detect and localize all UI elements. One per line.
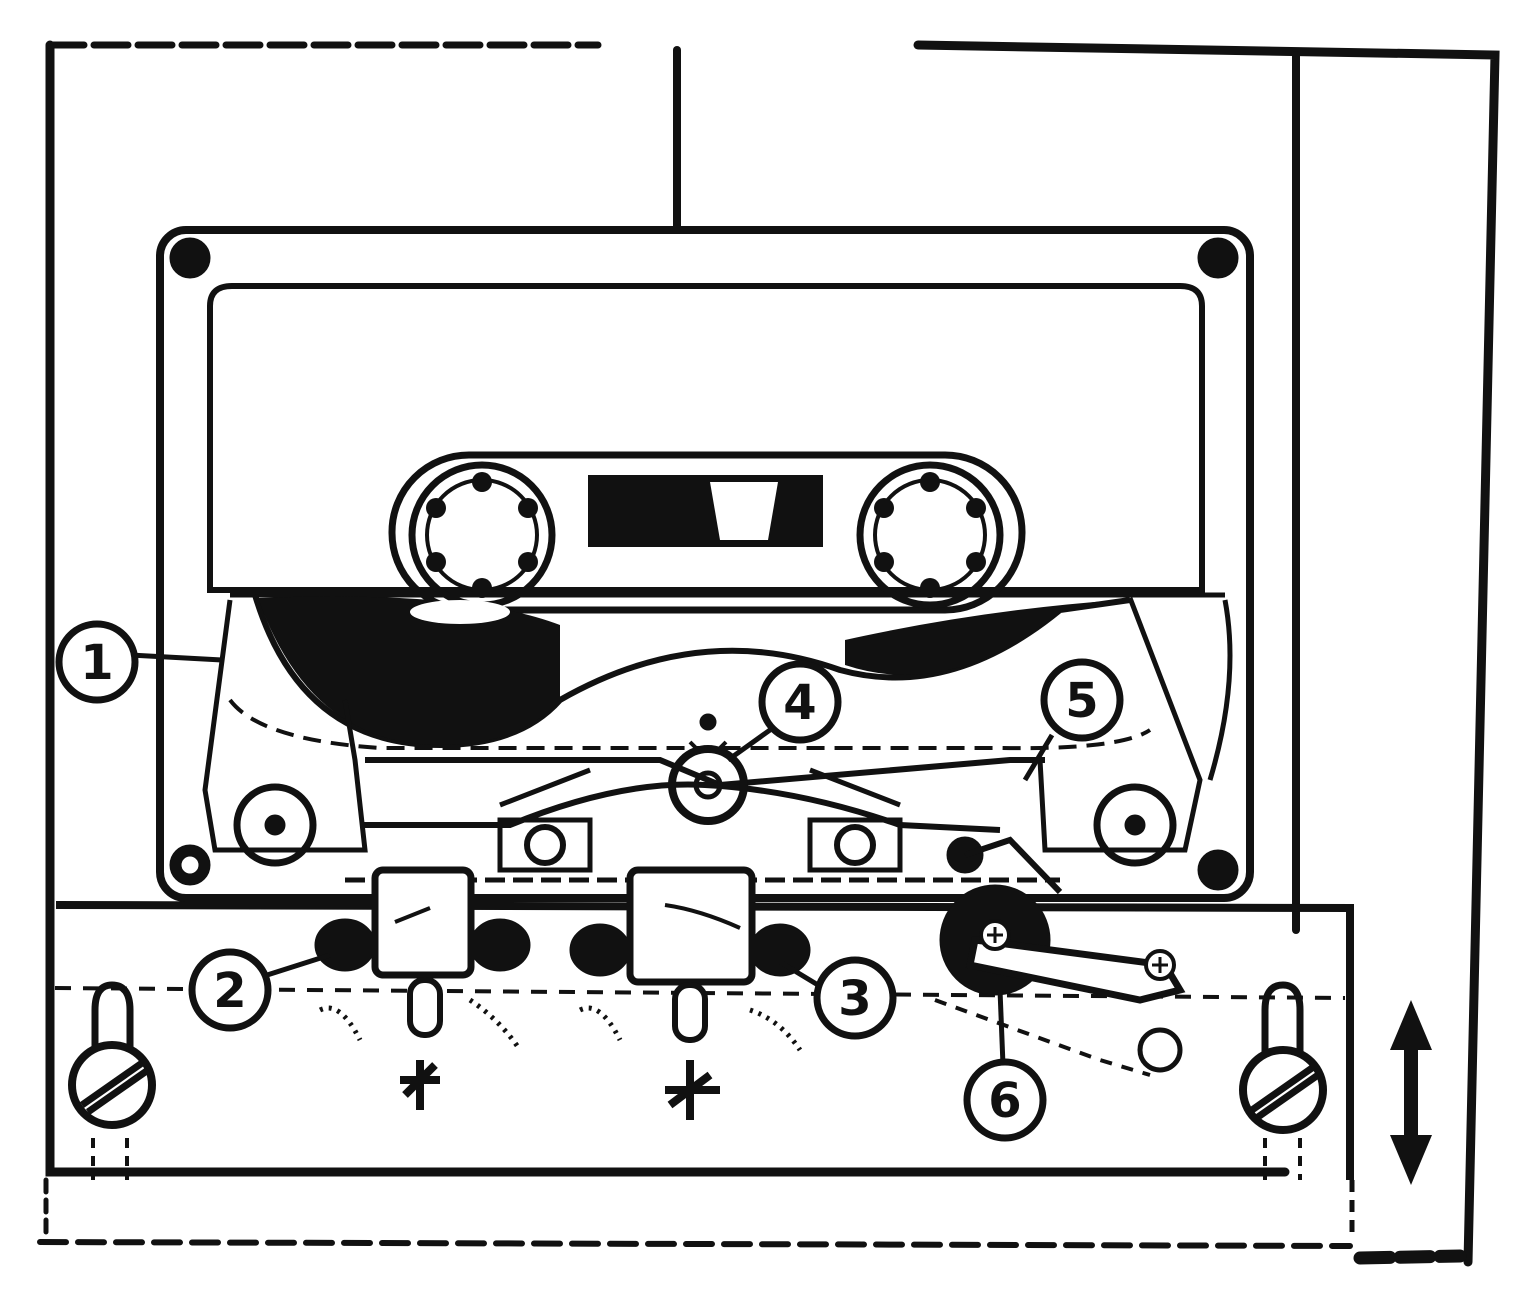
callout-3-label: 3 [838,971,871,1027]
callout-6-label: 6 [988,1073,1021,1129]
callout-5-label: 5 [1065,673,1098,729]
callout-2: 2 [188,948,272,1032]
callout-3: 3 [813,956,897,1040]
cassette-corner-screw [1197,849,1239,891]
outer-frame [37,40,1500,1267]
callout-5: 5 [1040,658,1124,742]
cassette-corner-screw [1197,237,1239,279]
mount-screw-left [68,981,156,1129]
mount-screw-right [1239,981,1327,1134]
callout-1: 1 [55,620,139,704]
pinch-roller-arm [934,836,1186,1077]
callout-leaders [129,652,1055,1066]
cassette-corner-screw [169,237,211,279]
left-reel-hub [408,461,556,609]
callout-6: 6 [963,1058,1047,1142]
right-reel-hub [856,461,1004,609]
double-headed-vertical-arrow-icon [1390,1000,1432,1185]
tape-pack-right [845,600,1120,675]
callout-4-label: 4 [783,675,816,731]
tape-pack-left [258,596,560,745]
cassette [156,226,1254,902]
callout-4: 4 [758,660,842,744]
right-guide-roller [1093,783,1177,867]
callout-2-label: 2 [213,963,246,1019]
left-guide-roller [233,783,317,867]
left-magnetic-head [314,866,531,1110]
callout-1-label: 1 [80,635,113,691]
pivot-wheel [668,713,748,825]
right-magnetic-head [569,866,811,1120]
